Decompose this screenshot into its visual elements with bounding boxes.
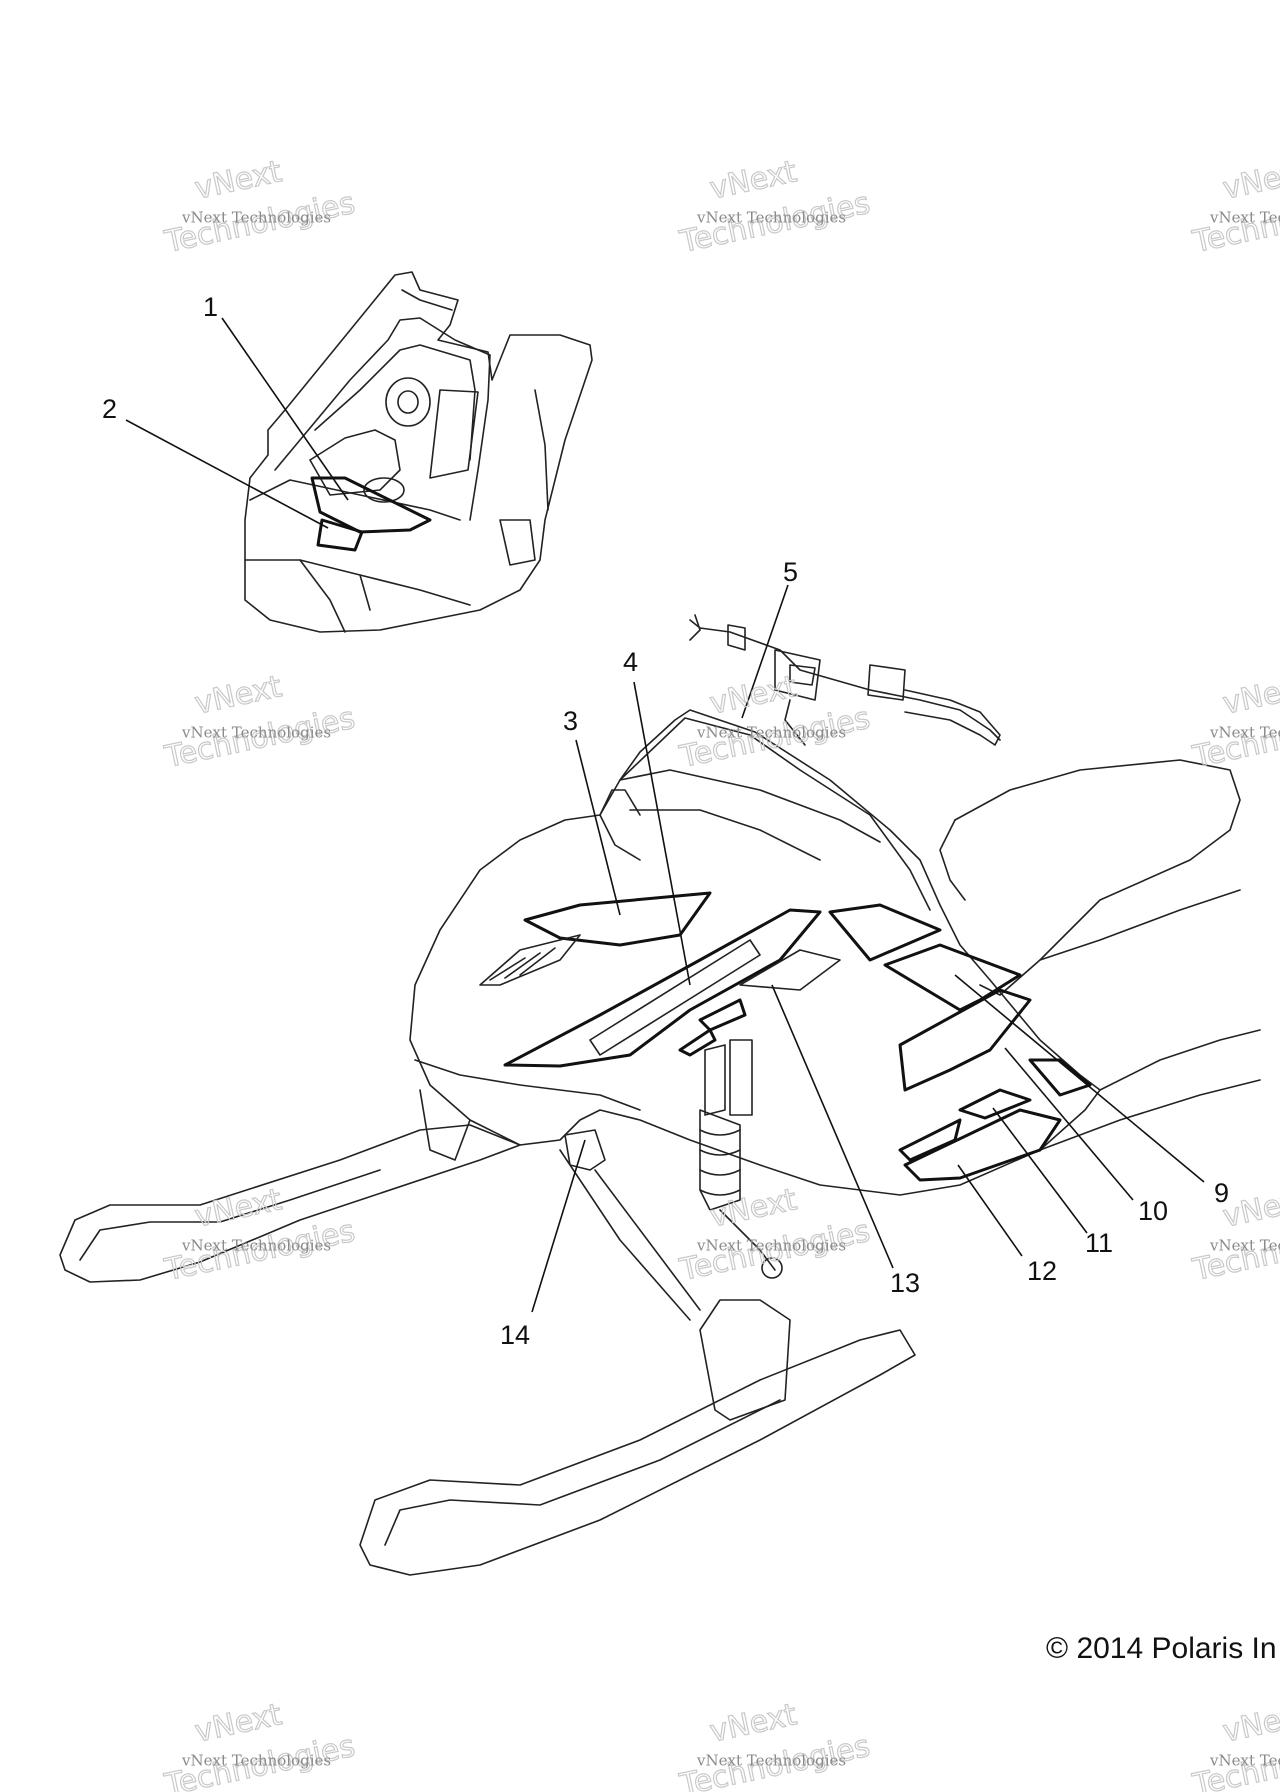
callout-3: 3 [563, 706, 578, 736]
callout-13: 13 [890, 1268, 920, 1298]
watermark-vnext: vNext [1220, 669, 1280, 722]
watermark-vnext-technologies: vNext Technologies [1209, 724, 1280, 742]
watermark-vnext-technologies: vNext Technologies [1209, 1237, 1280, 1255]
copyright-notice: © 2014 Polaris In [1046, 1632, 1277, 1665]
watermark-vnext-technologies: vNext Technologies [181, 1237, 331, 1255]
callout-9: 9 [1214, 1178, 1229, 1208]
watermark-vnext-technologies: vNext Technologies [1209, 1752, 1280, 1770]
watermark-vnext-technologies: vNext Technologies [696, 1237, 846, 1255]
callout-12: 12 [1027, 1256, 1057, 1286]
watermark-vnext: vNext [707, 1182, 800, 1235]
watermark-vnext: vNext [192, 669, 285, 722]
watermark-vnext: vNext [1220, 1697, 1280, 1750]
watermark-vnext: vNext [192, 154, 285, 207]
callout-5: 5 [783, 557, 798, 587]
leader-lines [125, 317, 1205, 1313]
callout-labels: 1 2 3 4 5 9 10 11 12 13 14 [102, 292, 1229, 1350]
watermark-vnext: vNext [192, 1182, 285, 1235]
callout-11: 11 [1085, 1228, 1113, 1258]
watermark-vnext-technologies: vNext Technologies [1209, 209, 1280, 227]
watermark-vnext-technologies: vNext Technologies [696, 209, 846, 227]
watermark-vnext-technologies: vNext Technologies [181, 209, 331, 227]
watermark-vnext: vNext [707, 154, 800, 207]
watermark-vnext: vNext [192, 1697, 285, 1750]
watermark-vnext: vNext [1220, 154, 1280, 207]
console-panel-drawing [244, 271, 593, 633]
watermark-vnext: vNext [707, 1697, 800, 1750]
callout-1: 1 [203, 292, 218, 322]
callout-4: 4 [623, 647, 638, 677]
watermark-vnext-technologies: vNext Technologies [696, 724, 846, 742]
watermark-vnext-technologies: vNext Technologies [181, 1752, 331, 1770]
callout-2: 2 [102, 394, 117, 424]
callout-10: 10 [1138, 1196, 1168, 1226]
watermark-vnext-technologies: vNext Technologies [696, 1752, 846, 1770]
watermark-vnext-technologies: vNext Technologies [181, 724, 331, 742]
callout-14: 14 [500, 1320, 530, 1350]
